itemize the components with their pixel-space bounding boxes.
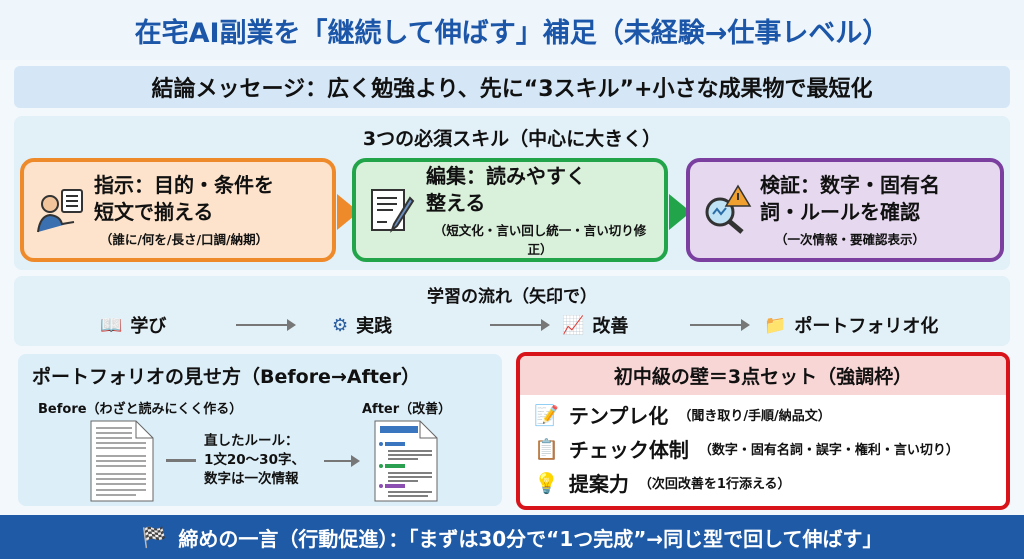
arrow-icon	[690, 319, 750, 331]
footer-text: 締めの一言（行動促進）：「まずは30分で“1つ完成”→同じ型で回して伸ばす」	[178, 526, 883, 551]
wall-item-note: （数字・固有名詞・誤字・権利・言い切り）	[698, 443, 959, 458]
connector-line	[166, 459, 196, 462]
wall-item-proposal: 💡 提案力 （次回改善を1行添える）	[534, 468, 1006, 497]
rule-text: 直したルール： 1文20〜30字、数字は一次情報	[204, 432, 305, 489]
wall-item-label: チェック体制	[568, 438, 689, 462]
card-subtitle: （誰に/何を/長さ/口調/納期）	[99, 232, 269, 247]
step-label: 学び	[130, 316, 167, 337]
card-title: 指示：目的・条件を	[94, 173, 274, 197]
step-label: 実践	[356, 316, 393, 337]
book-icon: 📖	[100, 314, 123, 336]
card-subtitle: （一次情報・要確認表示）	[774, 232, 925, 247]
flow-step-learn: 📖 学び	[100, 312, 166, 338]
trend-up-icon: 📈	[562, 314, 585, 336]
rule-line: 数字は一次情報	[204, 471, 299, 487]
portfolio-section: ポートフォリオの見せ方（Before→After） Before（わざと読みにく…	[18, 354, 502, 506]
card-title: 編集：読みやすく	[426, 163, 586, 188]
before-label: Before（わざと読みにくく作る）	[38, 402, 243, 417]
after-document-icon	[374, 420, 438, 502]
page-title: 在宅AI副業を「継続して伸ばす」補足（未経験→仕事レベル）	[0, 0, 1024, 60]
wall-item-note: （次回改善を1行添える）	[638, 477, 791, 492]
arrow-icon	[669, 194, 691, 230]
portfolio-heading: ポートフォリオの見せ方（Before→After）	[32, 366, 421, 388]
wall-heading: 初中級の壁＝3点セット（強調枠）	[520, 356, 1006, 395]
wall-item-label: 提案力	[568, 472, 629, 496]
learning-flow-section: 学習の流れ（矢印で） 📖 学び ⚙ 実践 📈 改善 📁 ポートフォリオ化	[14, 276, 1010, 346]
arrow-icon	[490, 319, 550, 331]
gear-icon: ⚙	[332, 314, 349, 336]
person-checklist-icon	[37, 189, 83, 233]
flow-step-practice: ⚙ 実践	[332, 312, 392, 338]
arrow-icon	[236, 319, 296, 331]
checkered-flag-icon: 🏁	[141, 525, 167, 549]
lightbulb-icon: 💡	[534, 470, 559, 495]
arrow-icon	[324, 455, 360, 467]
card-title: 整える	[426, 190, 486, 215]
step-label: ポートフォリオ化	[794, 316, 939, 337]
footer-banner: 🏁 締めの一言（行動促進）：「まずは30分で“1つ完成”→同じ型で回して伸ばす」	[0, 515, 1024, 559]
document-pen-icon	[371, 189, 415, 233]
card-title: 検証：数字・固有名	[760, 173, 940, 197]
flow-heading: 学習の流れ（矢印で）	[427, 287, 597, 307]
wall-item-check: 📋 チェック体制 （数字・固有名詞・誤字・権利・言い切り）	[534, 434, 1006, 463]
skill-card-editing: 編集：読みやすく整える （短文化・言い回し統一・言い切り修正）	[352, 158, 668, 262]
card-title: 短文で揃える	[94, 200, 214, 224]
step-label: 改善	[592, 316, 629, 337]
rule-line: 直したルール：	[204, 433, 299, 449]
rule-line: 1文20〜30字、	[204, 452, 305, 468]
skills-heading: 3つの必須スキル（中心に大きく）	[362, 128, 662, 150]
flow-step-portfolio: 📁 ポートフォリオ化	[764, 312, 938, 338]
conclusion-banner: 結論メッセージ：広く勉強より、先に“3スキル”+小さな成果物で最短化	[14, 66, 1010, 108]
card-title: 詞・ルールを確認	[760, 200, 920, 224]
magnifier-warning-icon	[705, 184, 752, 234]
intermediate-wall-box: 初中級の壁＝3点セット（強調枠） 📝 テンプレ化 （聞き取り/手順/納品文） 📋 チェ…	[516, 352, 1010, 510]
skills-section: 3つの必須スキル（中心に大きく） 指示：目的・条件を短文で揃える （誰に/何を/長…	[14, 116, 1010, 270]
wall-item-template: 📝 テンプレ化 （聞き取り/手順/納品文）	[534, 400, 1006, 429]
flow-step-improve: 📈 改善	[562, 312, 628, 338]
document-pen-icon: 📝	[534, 402, 559, 427]
wall-item-note: （聞き取り/手順/納品文）	[678, 409, 831, 424]
skill-card-instruction: 指示：目的・条件を短文で揃える （誰に/何を/長さ/口調/納期）	[20, 158, 336, 262]
folder-icon: 📁	[764, 314, 787, 336]
card-subtitle: （短文化・言い回し統一・言い切り修正）	[433, 222, 647, 257]
clipboard-checklist-icon: 📋	[534, 436, 559, 461]
wall-item-label: テンプレ化	[568, 404, 669, 428]
after-label: After（改善）	[362, 402, 452, 417]
before-document-icon	[90, 420, 154, 502]
skill-card-verification: 検証：数字・固有名詞・ルールを確認 （一次情報・要確認表示）	[686, 158, 1004, 262]
